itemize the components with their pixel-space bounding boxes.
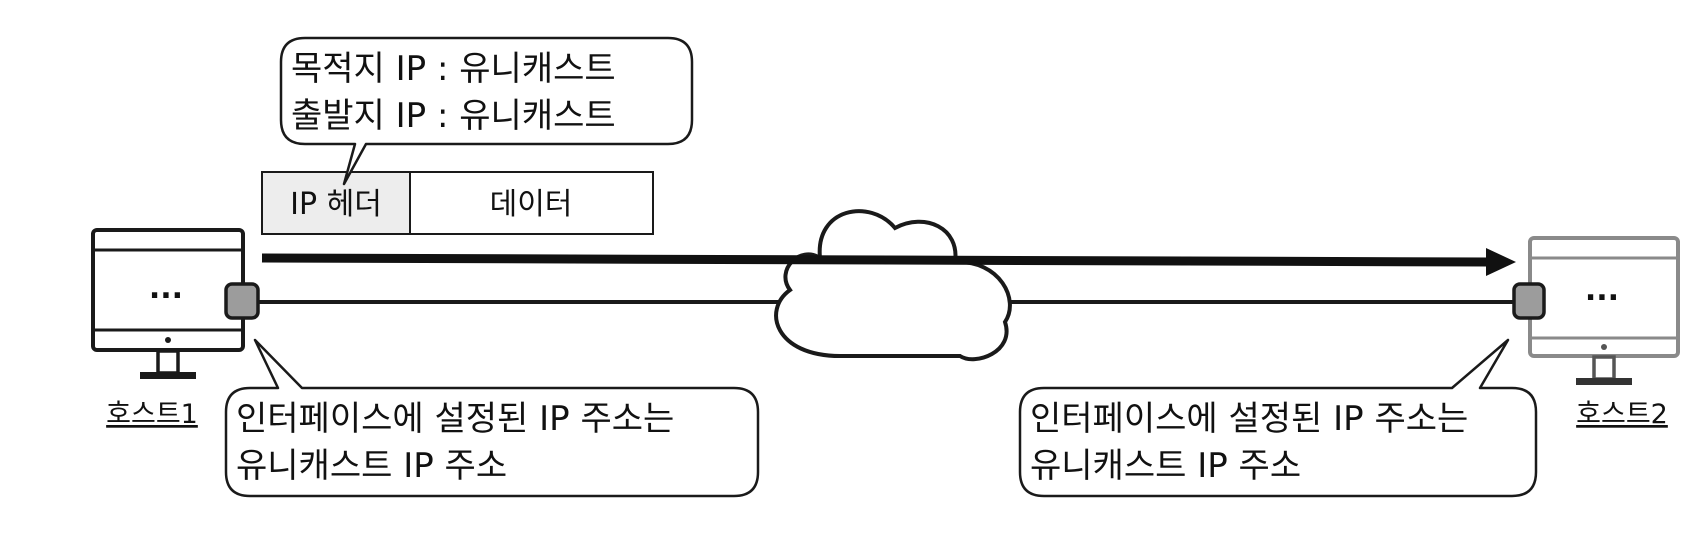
host1-base [140, 372, 196, 379]
host1-stand [156, 349, 180, 375]
host2-computer: ... [1512, 236, 1680, 385]
host2-base [1576, 378, 1632, 385]
host2-callout: 인터페이스에 설정된 IP 주소는 유니캐스트 IP 주소 [1018, 338, 1538, 498]
header-callout: 목적지 IP : 유니캐스트 출발지 IP : 유니캐스트 [279, 36, 694, 186]
ip-header-label: IP 헤더 [290, 187, 382, 222]
host2-screen-dots: ... [1585, 273, 1619, 308]
host2-stand [1592, 355, 1616, 381]
host1-screen-dots: ... [149, 271, 183, 306]
host1-callout-line1: 인터페이스에 설정된 IP 주소는 [236, 399, 674, 439]
ip-packet: IP 헤더 데이터 [261, 171, 654, 235]
host1-label: 호스트1 [106, 399, 198, 430]
header-callout-line2: 출발지 IP : 유니캐스트 [291, 96, 616, 136]
host2-callout-line2: 유니캐스트 IP 주소 [1030, 446, 1301, 486]
data-cell [409, 171, 654, 235]
data-label: 데이터 [490, 187, 573, 222]
host2-interface [1512, 282, 1546, 320]
host1-callout-line2: 유니캐스트 IP 주소 [236, 446, 507, 486]
host1-callout: 인터페이스에 설정된 IP 주소는 유니캐스트 IP 주소 [224, 338, 760, 498]
host2-callout-line1: 인터페이스에 설정된 IP 주소는 [1030, 399, 1468, 439]
host1-interface [224, 282, 260, 320]
cloud-icon [774, 209, 1012, 362]
header-callout-line1: 목적지 IP : 유니캐스트 [291, 49, 616, 89]
host1-computer: ... [91, 228, 260, 379]
packet-flow-arrow [261, 248, 1516, 276]
host2-label: 호스트2 [1576, 399, 1668, 430]
